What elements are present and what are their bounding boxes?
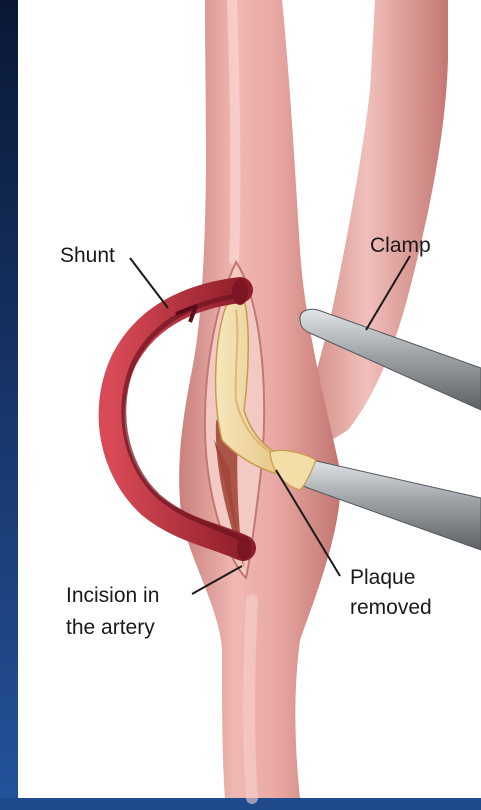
shunt-leader-line	[130, 258, 168, 308]
plaque-label-line1: Plaque	[350, 566, 415, 589]
incision-label-line2: the artery	[66, 616, 155, 639]
shunt-upper-end	[232, 279, 248, 305]
incision-label-line1: Incision in	[66, 584, 159, 607]
plaque-label-line2: removed	[350, 596, 432, 619]
frame-left-gradient	[0, 0, 18, 810]
lower-artery-highlight	[249, 600, 252, 798]
clamp-label: Clamp	[370, 234, 431, 257]
artery-highlight	[232, 0, 235, 260]
shunt-label: Shunt	[60, 244, 115, 267]
frame-bottom-gradient	[0, 798, 481, 810]
shunt-lower-end	[237, 536, 251, 560]
